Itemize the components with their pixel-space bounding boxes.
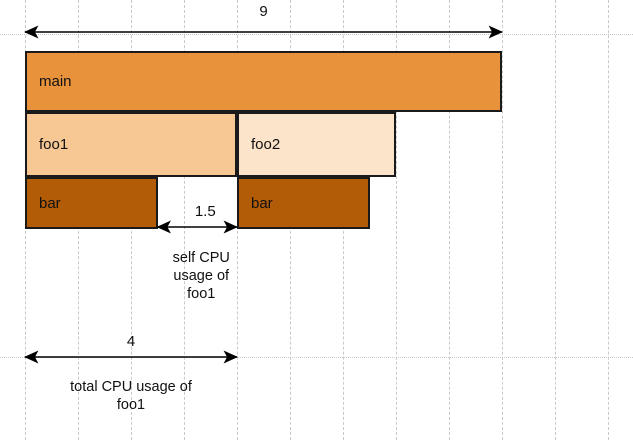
grid-line-vertical bbox=[555, 0, 556, 440]
grid-line-horizontal bbox=[0, 357, 633, 358]
grid-line-horizontal bbox=[0, 34, 633, 35]
annotation-caption-line: self CPU bbox=[172, 250, 230, 266]
grid-line-vertical bbox=[396, 0, 397, 440]
annotation-value: 4 bbox=[126, 333, 136, 350]
flame-frame-label: foo2 bbox=[251, 136, 281, 153]
flame-frame-label: bar bbox=[39, 194, 61, 212]
annotation-caption: total CPU usage of foo1 bbox=[16, 378, 246, 414]
flame-frame-foo1[interactable]: foo1 bbox=[25, 112, 237, 177]
annotation-value: 1.5 bbox=[194, 203, 216, 220]
flame-frame-main[interactable]: main bbox=[25, 51, 502, 112]
flame-frame-label: bar bbox=[251, 194, 273, 212]
flame-frame-foo2[interactable]: foo2 bbox=[237, 112, 396, 177]
annotation-caption-line: foo1 bbox=[187, 286, 216, 303]
annotation-value: 9 bbox=[259, 3, 268, 20]
flame-frame-label: foo1 bbox=[39, 136, 69, 153]
flame-frame-bar-under-foo2[interactable]: bar bbox=[237, 177, 370, 229]
grid-line-vertical bbox=[449, 0, 450, 440]
annotation-caption-line: foo1 bbox=[116, 397, 146, 414]
flame-frame-bar-under-foo1[interactable]: bar bbox=[25, 177, 158, 229]
annotation-caption-line: usage of bbox=[173, 268, 230, 285]
grid-line-vertical bbox=[184, 0, 185, 440]
flame-frame-label: main bbox=[39, 73, 72, 90]
annotation-caption-line: total CPU usage of bbox=[70, 379, 192, 395]
grid-line-vertical bbox=[502, 0, 503, 440]
grid-line-vertical bbox=[608, 0, 609, 440]
